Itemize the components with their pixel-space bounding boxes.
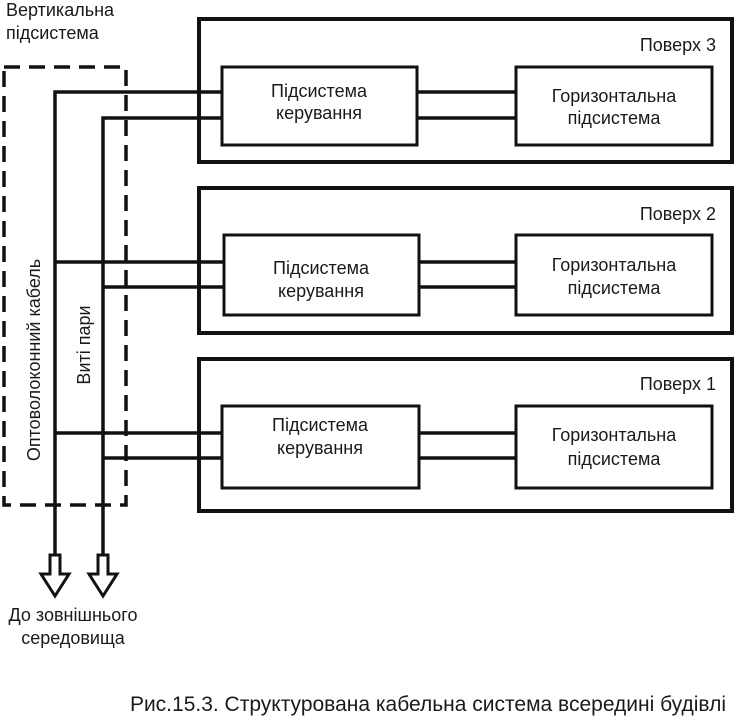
floor-1-frame [197,357,734,513]
external-label-line-1: До зовнішнього [9,605,138,625]
external-label-line-2: середовища [21,628,126,648]
vertical-subsystem-label-line-1: Вертикальна [6,0,115,20]
floor-3-title: Поверх 3 [640,35,716,55]
floor-2-control-label-1: Підсистема [273,258,370,278]
fiber-cable-arrow-down-icon [38,553,72,599]
floor-1-horizontal-label-1: Горизонтальна [552,425,677,445]
fiber-cable-trunk [53,90,222,555]
floor-3-control-label-2: керування [276,103,362,123]
floor-1-title: Поверх 1 [640,374,716,394]
vertical-subsystem-label-line-2: підсистема [6,23,100,43]
floor-3-horizontal-subsystem [514,65,714,147]
floor-3-control-label-1: Підсистема [271,81,368,101]
floor-2-horizontal-label-2: підсистема [568,278,662,298]
floor-2-horizontal-label-1: Горизонтальна [552,255,677,275]
fiber-cable-label: Оптоволоконний кабель [24,259,44,461]
twisted-pair-arrow-down-icon [86,553,120,599]
floor-2-control-label-2: керування [278,281,364,301]
floor-3-control-subsystem [220,65,419,147]
floor-1-horizontal-label-2: підсистема [568,449,662,469]
figure-caption: Рис.15.3. Структурована кабельна система… [130,693,726,716]
twisted-pair-label: Виті пари [74,305,94,384]
floor-3: Поверх 3 Підсистема керування Горизонтал… [197,17,734,164]
floor-3-horizontal-label-2: підсистема [568,108,662,128]
floor-2-horizontal-subsystem [514,233,714,317]
floor-1-control-subsystem [220,404,421,490]
floor-1-horizontal-subsystem [514,404,714,490]
floor-2-title: Поверх 2 [640,204,716,224]
twisted-pair-trunk [101,116,222,555]
floor-2: Поверх 2 Підсистема керування Горизонтал… [197,186,734,335]
floor-1-control-label-2: керування [277,438,363,458]
floor-2-control-subsystem [222,233,421,317]
floor-1-control-label-1: Підсистема [272,415,369,435]
floor-1: Поверх 1 Підсистема керування Горизонтал… [197,357,734,513]
floor-3-horizontal-label-1: Горизонтальна [552,86,677,106]
